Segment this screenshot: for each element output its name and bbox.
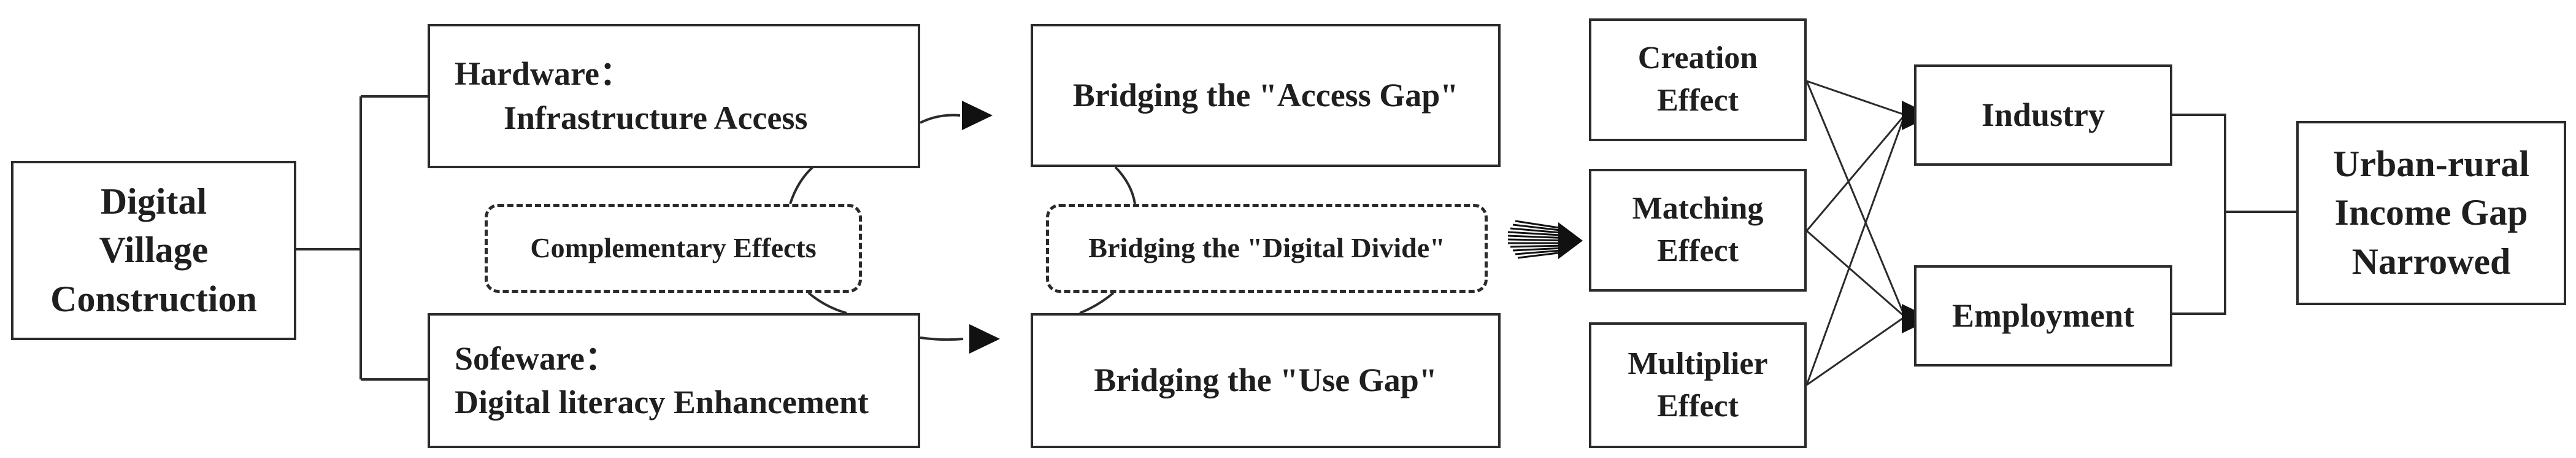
multiplier-effect-line-2: Effect	[1657, 388, 1739, 424]
employment-label: Employment	[1952, 297, 2134, 334]
hardware-subtitle: Infrastructure Access	[504, 99, 808, 136]
link-matching-employment	[1806, 230, 1905, 318]
multiplier-effect-box: Multiplier Effect	[1589, 322, 1807, 448]
link-multiplier-employment	[1806, 316, 1905, 386]
arrowhead-access	[962, 101, 993, 130]
link-multiplier-industry	[1805, 114, 1906, 386]
divide-curve-top	[1114, 166, 1136, 204]
link-creation-employment	[1805, 80, 1906, 317]
matching-effect-line-1: Matching	[1632, 191, 1764, 227]
multiplier-effect-line-1: Multiplier	[1628, 346, 1768, 381]
digital-divide-label: Bridging the "Digital Divide"	[1088, 232, 1445, 264]
income-gap-outcome-box: Urban-rural Income Gap Narrowed	[2296, 121, 2566, 305]
software-box: Sofeware： Digital literacy Enhancement	[428, 313, 920, 448]
digital-village-construction-box: Digital Village Construction	[11, 161, 296, 340]
outcome-line-2: Income Gap	[2334, 192, 2528, 233]
access-gap-label: Bridging the "Access Gap"	[1072, 76, 1459, 114]
creation-effect-line-2: Effect	[1657, 83, 1739, 118]
complementary-curve-top	[789, 166, 814, 204]
digital-village-line-3: Construction	[50, 278, 257, 319]
matching-effect-box: Matching Effect	[1589, 169, 1807, 292]
digital-village-line-2: Village	[99, 230, 209, 271]
arrowhead-use	[969, 324, 1000, 354]
outcome-line-1: Urban-rural	[2333, 144, 2529, 185]
complementary-effects-box: Complementary Effects	[485, 204, 862, 293]
link-matching-industry	[1805, 114, 1906, 231]
access-gap-box: Bridging the "Access Gap"	[1031, 24, 1501, 167]
arrow-curve-access	[920, 114, 961, 124]
complementary-effects-label: Complementary Effects	[530, 232, 817, 264]
employment-box: Employment	[1914, 265, 2172, 367]
industry-label: Industry	[1981, 96, 2105, 133]
industry-box: Industry	[1914, 64, 2172, 166]
software-title: Sofeware：	[455, 340, 618, 377]
digital-village-line-1: Digital	[100, 181, 207, 222]
matching-effect-line-2: Effect	[1657, 233, 1739, 268]
outcome-line-3: Narrowed	[2351, 241, 2511, 282]
outcome-bracket	[2172, 114, 2226, 315]
complementary-curve-bottom	[807, 292, 847, 314]
hardware-title: Hardware：	[455, 55, 632, 93]
creation-effect-line-1: Creation	[1637, 41, 1758, 76]
digital-divide-box: Bridging the "Digital Divide"	[1046, 204, 1488, 293]
software-subtitle: Digital literacy Enhancement	[455, 384, 869, 421]
transition-arrow	[1507, 220, 1572, 259]
link-creation-industry	[1806, 80, 1905, 116]
hardware-box: Hardware： Infrastructure Access	[428, 24, 920, 168]
arrow-curve-use	[920, 336, 964, 341]
creation-effect-box: Creation Effect	[1589, 18, 1807, 141]
use-gap-label: Bridging the "Use Gap"	[1094, 362, 1437, 399]
divide-curve-bottom	[1079, 292, 1115, 314]
use-gap-box: Bridging the "Use Gap"	[1031, 313, 1501, 448]
